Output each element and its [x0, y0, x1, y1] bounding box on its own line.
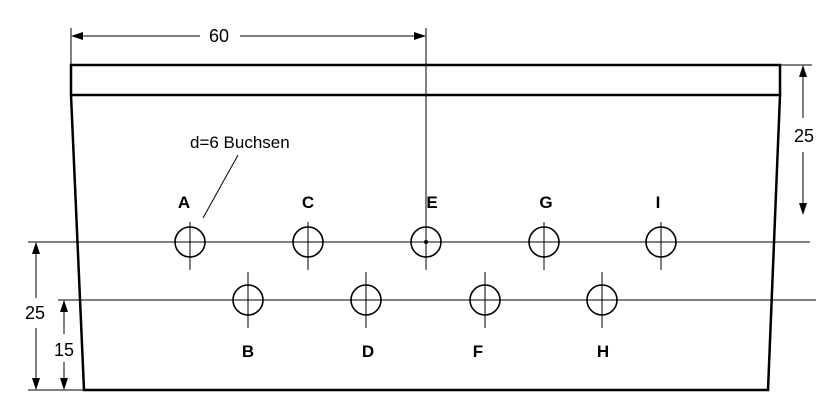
- hole-f: [469, 272, 501, 328]
- hole-i: [645, 222, 677, 270]
- dimension-left-outer-value: 25: [25, 303, 45, 323]
- label-g: G: [539, 193, 552, 212]
- label-h: H: [597, 342, 609, 361]
- hole-a: [174, 222, 206, 270]
- label-f: F: [473, 342, 483, 361]
- label-b: B: [242, 342, 254, 361]
- top-row-holes: [174, 222, 677, 270]
- dimension-right: [780, 64, 812, 215]
- hole-d: [350, 272, 382, 328]
- hole-c: [292, 222, 324, 270]
- dimension-top: [70, 28, 427, 242]
- label-d: D: [362, 342, 374, 361]
- dimension-left: [28, 242, 84, 391]
- dimension-left-inner-value: 15: [54, 340, 74, 360]
- callout: d=6 Buchsen: [190, 133, 290, 219]
- hole-labels: A C E G I B D F H: [178, 193, 661, 361]
- dimension-right-value: 25: [794, 126, 814, 146]
- label-e: E: [426, 193, 437, 212]
- label-i: I: [656, 193, 661, 212]
- bottom-row-holes: [232, 272, 618, 328]
- hole-h: [586, 272, 618, 328]
- dimension-top-value: 60: [209, 26, 229, 46]
- hole-g: [528, 222, 560, 270]
- callout-text: d=6 Buchsen: [190, 133, 290, 152]
- label-c: C: [302, 193, 314, 212]
- callout-leader: [202, 154, 239, 219]
- label-a: A: [178, 193, 190, 212]
- hole-b: [232, 272, 264, 328]
- row-centerlines: [28, 241, 816, 301]
